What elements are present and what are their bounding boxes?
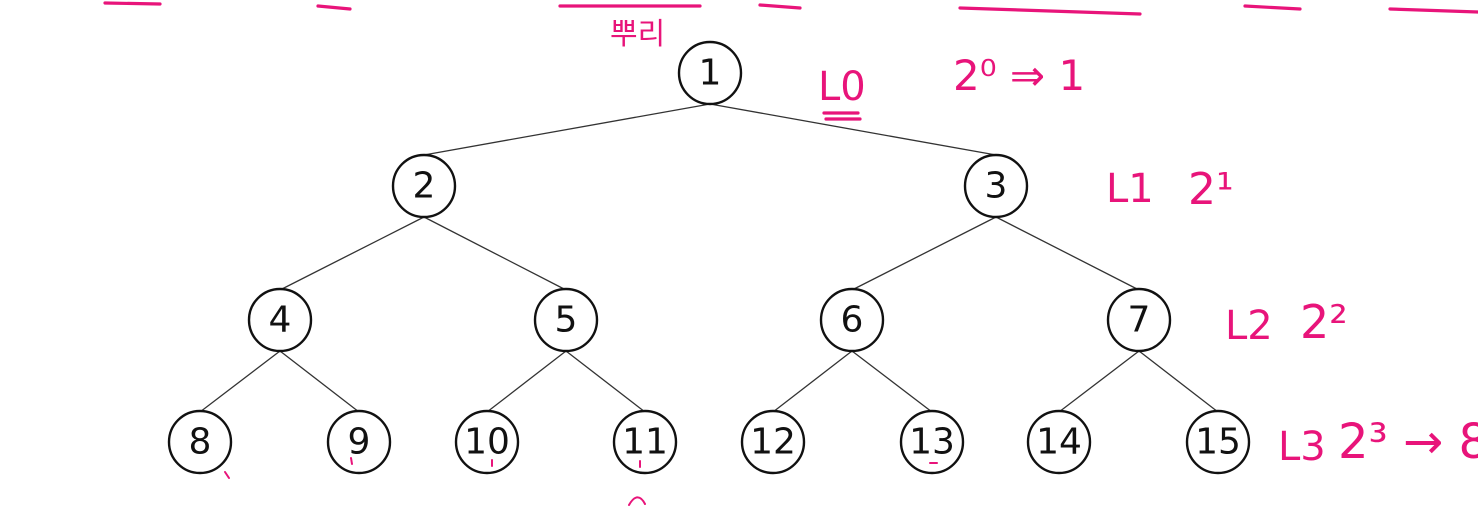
edge-3-7 xyxy=(995,216,1140,291)
edge-6-12 xyxy=(772,350,853,413)
node-label: 14 xyxy=(1036,422,1082,463)
edge-5-10 xyxy=(486,350,567,413)
annotations: 뿌리 L0 2⁰ ⇒ 1 L1 2¹ L2 2² L3 2³ → 8 xyxy=(610,17,1478,470)
tree-node: 14 xyxy=(1026,409,1092,475)
tree-node: 2 xyxy=(391,153,457,219)
tree-node: 7 xyxy=(1106,287,1172,353)
edge-1-2 xyxy=(423,103,711,156)
node-label: 1 xyxy=(699,53,722,94)
tree-node: 11 xyxy=(612,409,678,475)
edge-7-15 xyxy=(1138,350,1219,413)
tree-node: 5 xyxy=(533,287,599,353)
top-scribbles xyxy=(103,1,1478,16)
node-label: 4 xyxy=(269,300,292,341)
tree-node: 4 xyxy=(247,287,313,353)
node-label: 10 xyxy=(464,422,510,463)
edge-5-11 xyxy=(565,350,646,413)
node-label: 7 xyxy=(1128,300,1151,341)
level-formula-l0: 2⁰ ⇒ 1 xyxy=(953,51,1085,100)
root-label: 뿌리 xyxy=(610,17,665,52)
tree-node: 8 xyxy=(167,409,233,475)
node-label: 6 xyxy=(841,300,864,341)
node-label: 12 xyxy=(750,422,796,463)
level-label-l2: L2 xyxy=(1225,303,1273,349)
edge-2-5 xyxy=(423,216,567,291)
tree-node: 15 xyxy=(1185,409,1251,475)
edge-3-6 xyxy=(851,216,997,291)
tree-node: 9 xyxy=(326,409,392,475)
node-label: 5 xyxy=(555,300,578,341)
edge-4-8 xyxy=(199,350,281,413)
tree-node: 10 xyxy=(454,409,520,475)
node-label: 3 xyxy=(985,166,1008,207)
leaf-tick-marks xyxy=(224,457,938,506)
edge-4-9 xyxy=(279,350,360,413)
level-label-l1: L1 xyxy=(1106,166,1154,212)
level-formula-l2: 2² xyxy=(1300,295,1348,349)
node-label: 8 xyxy=(189,422,212,463)
node-label: 2 xyxy=(413,166,436,207)
edge-2-4 xyxy=(279,216,425,291)
tree-node: 12 xyxy=(740,409,806,475)
level-label-l3: L3 xyxy=(1278,424,1326,470)
tree-node: 13 xyxy=(899,409,965,475)
node-label: 11 xyxy=(622,422,668,463)
tree-node: 3 xyxy=(963,153,1029,219)
level-formula-l1: 2¹ xyxy=(1188,164,1234,215)
tree-edges xyxy=(199,103,1219,413)
level-formula-l3: 2³ → 8 xyxy=(1338,414,1478,470)
tree-nodes: 1 2 3 4 5 6 7 8 xyxy=(167,40,1251,475)
edge-1-3 xyxy=(709,103,997,156)
node-label: 9 xyxy=(348,422,371,463)
level-label-l0: L0 xyxy=(818,64,866,110)
edge-6-13 xyxy=(851,350,933,413)
tree-node: 6 xyxy=(819,287,885,353)
edge-7-14 xyxy=(1058,350,1140,413)
node-label: 15 xyxy=(1195,422,1241,463)
tree-node: 1 xyxy=(677,40,743,106)
node-label: 13 xyxy=(909,422,955,463)
double-underline xyxy=(822,111,862,121)
